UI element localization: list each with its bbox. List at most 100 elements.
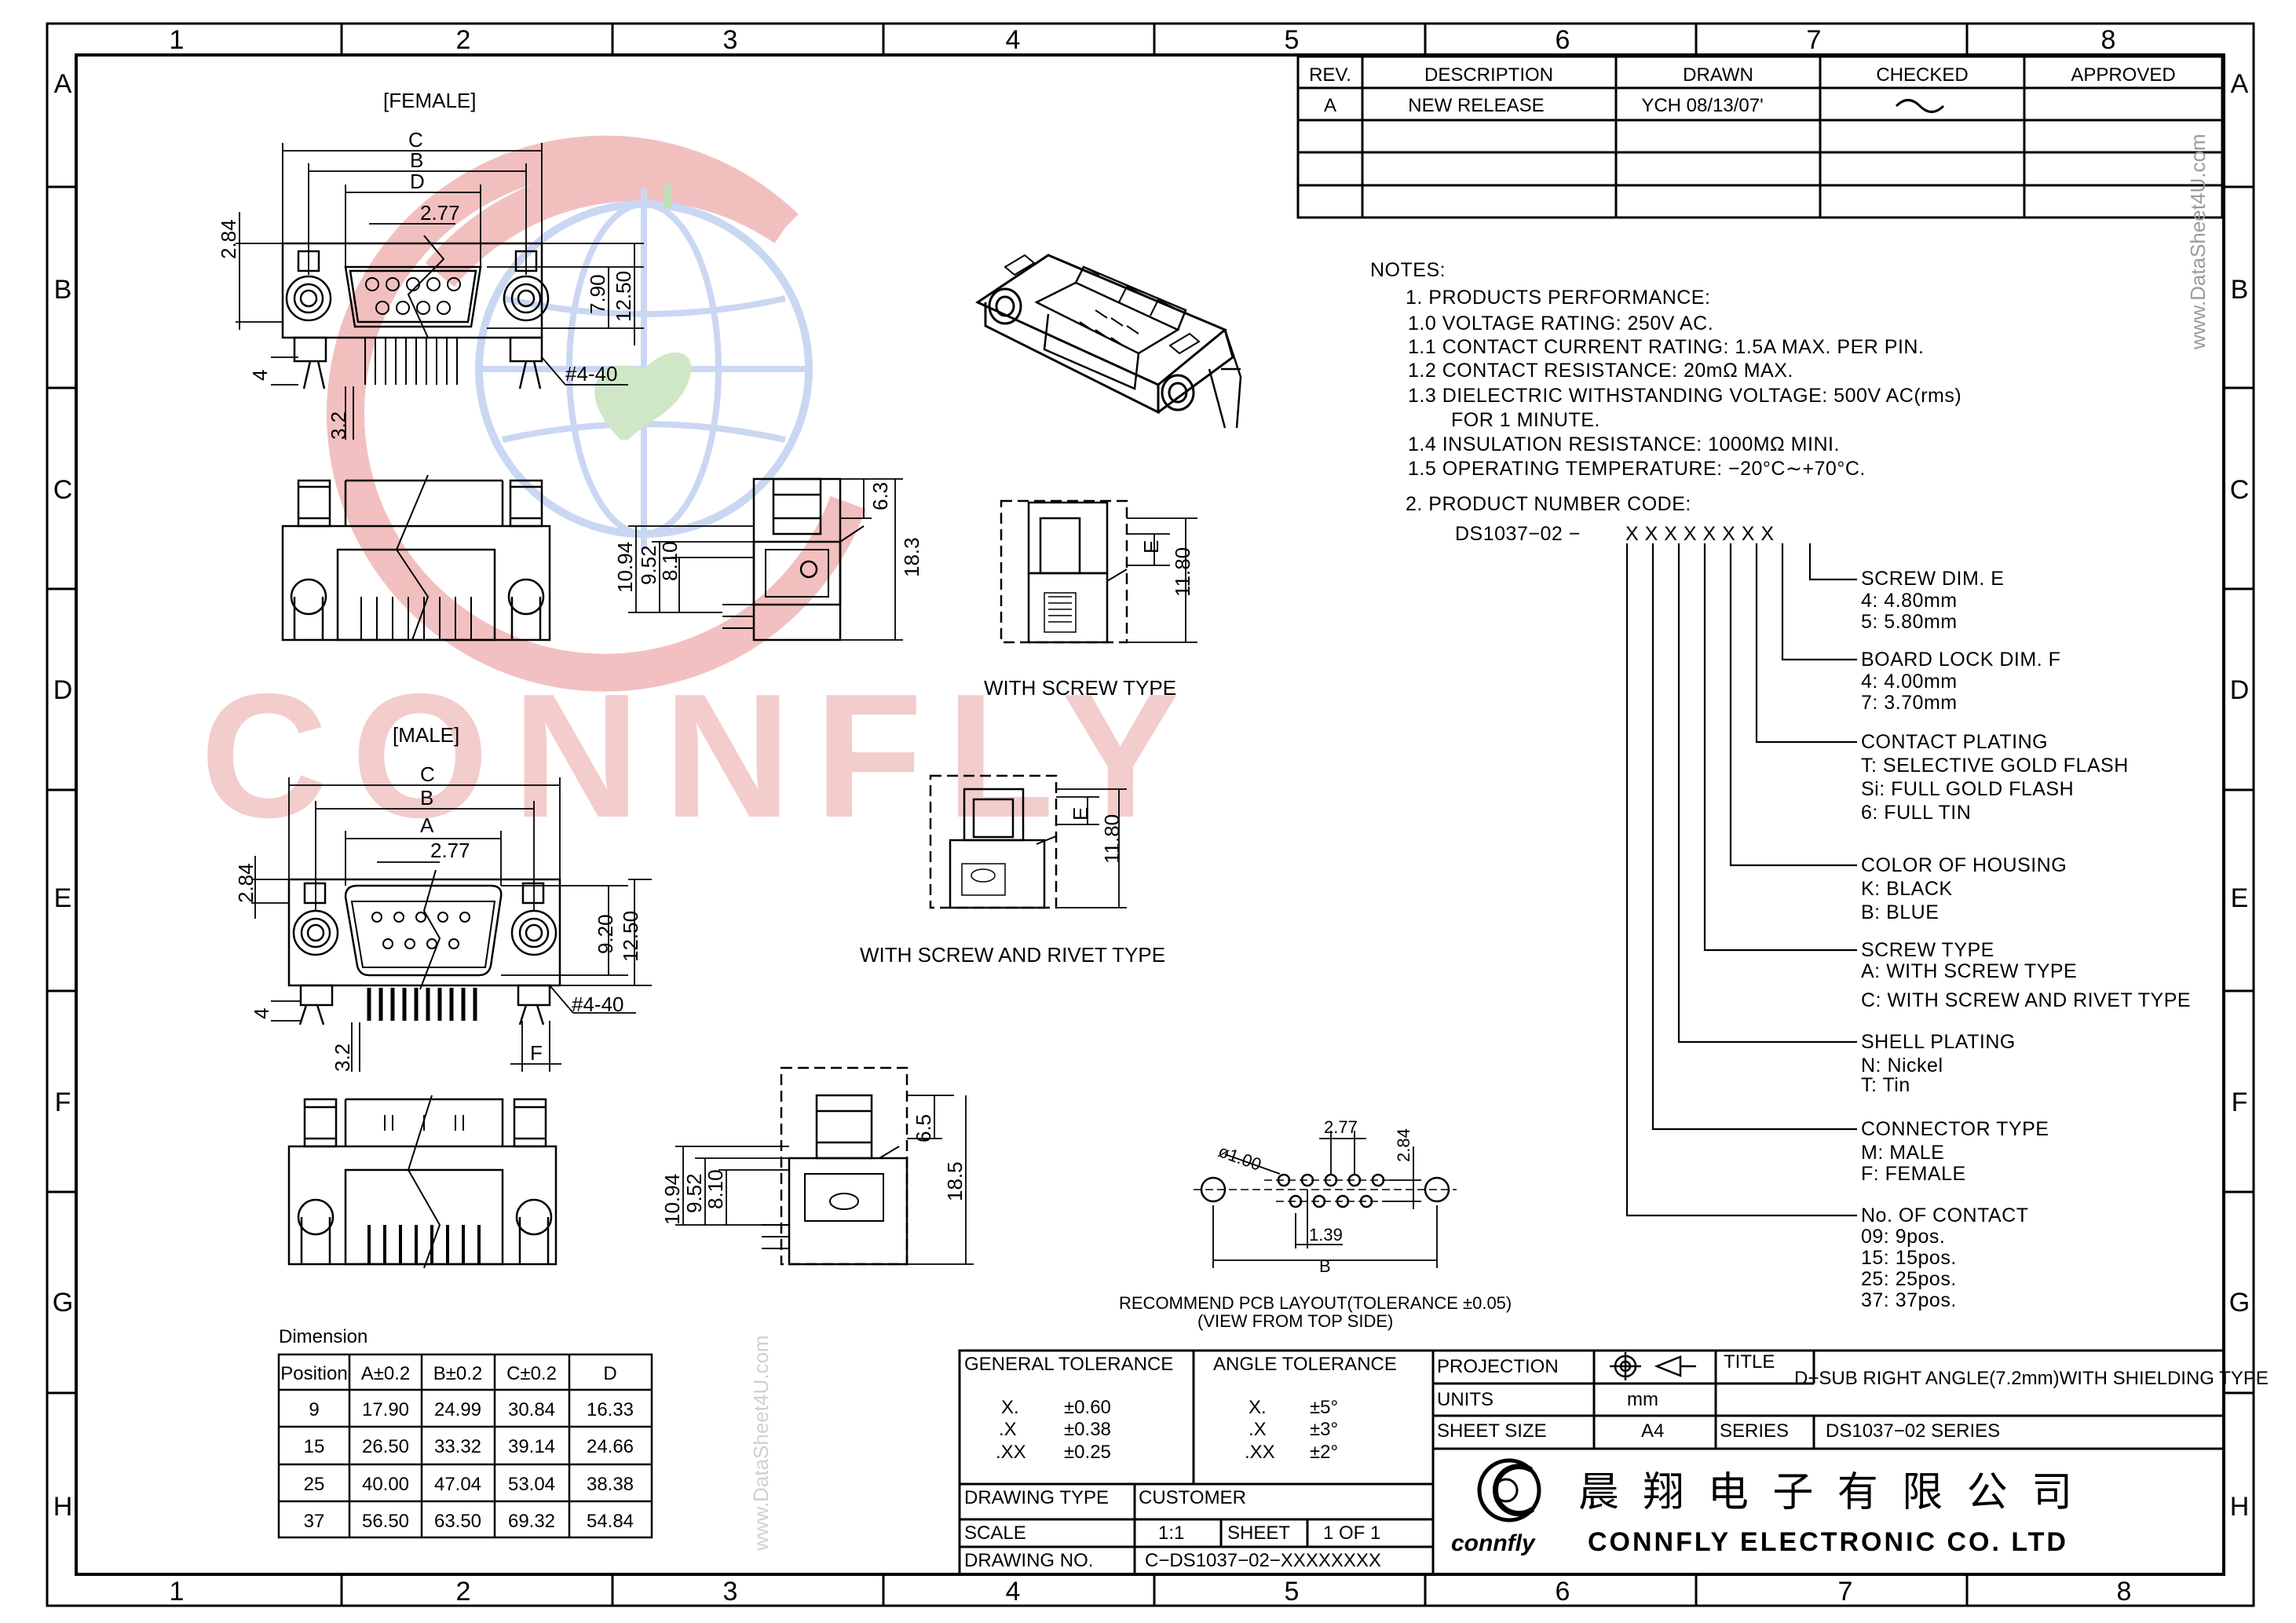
rev-cell: A	[1324, 95, 1336, 116]
dim-3-2: 3.2	[331, 1044, 354, 1072]
dim-table-cell: 30.84	[508, 1399, 555, 1420]
code-group-title: CONTACT PLATING	[1861, 731, 2048, 753]
code-group-item: 4: 4.00mm	[1861, 671, 1958, 693]
row-label: G	[2229, 1288, 2250, 1318]
notes-line: 1.5 OPERATING TEMPERATURE: −20°C∼+70°C.	[1408, 458, 1866, 480]
dim-9-52: 9.52	[682, 1173, 706, 1213]
col-label: 5	[1285, 1577, 1300, 1607]
dim-table-cell: 54.84	[587, 1511, 634, 1532]
code-group-item: 7: 3.70mm	[1861, 692, 1958, 714]
pcb-labels: 2.77 2.84 ø1.00 1.39 B RECOMMEND PCB LAY…	[1119, 1117, 1512, 1331]
gt-val: ±0.38	[1064, 1419, 1111, 1440]
dim-c: C	[420, 762, 435, 786]
dim-f: F	[530, 1041, 543, 1065]
code-group-item: 15: 15pos.	[1861, 1247, 1957, 1269]
rev-header: DRAWN	[1683, 64, 1753, 86]
dim-2-84: 2.84	[217, 219, 240, 259]
pcb-subtitle: (VIEW FROM TOP SIDE)	[1197, 1311, 1393, 1331]
notes-line: 1.1 CONTACT CURRENT RATING: 1.5A MAX. PE…	[1408, 336, 1924, 358]
dim-e: E	[1139, 540, 1163, 554]
notes-line: 1.3 DIELECTRIC WITHSTANDING VOLTAGE: 500…	[1408, 385, 1961, 407]
sheet-label: SHEET	[1227, 1522, 1290, 1544]
dim-2-77: 2.77	[430, 839, 470, 862]
dim-d: D	[410, 170, 425, 193]
at-key: .XX	[1245, 1442, 1275, 1463]
dimension-table: Dimension Position A±0.2 B±0.2 C±0.2 D 9…	[277, 1326, 653, 1539]
dim-12-50: 12.50	[619, 911, 642, 962]
male-front-labels: [MALE] C B A 2.77 2.84 9.20 12.50 4 3.2 …	[234, 723, 642, 1072]
at-val: ±5°	[1310, 1397, 1338, 1418]
company-logo-word: connfly	[1451, 1530, 1536, 1556]
projection-label: PROJECTION	[1437, 1356, 1559, 1377]
dim-c: C	[408, 128, 423, 152]
row-label: A	[2231, 69, 2249, 99]
row-label: F	[55, 1087, 71, 1117]
col-label: 8	[2117, 1577, 2132, 1607]
code-group-item: C: WITH SCREW AND RIVET TYPE	[1861, 989, 2191, 1011]
female-front-labels: [FEMALE] C B D 2.77 2.84 7.90 12.50 4 3.…	[217, 89, 635, 440]
dim-table-cell: 39.14	[508, 1436, 555, 1457]
gt-key: .XX	[996, 1442, 1026, 1463]
row-label: E	[54, 883, 72, 913]
general-tolerance-label: GENERAL TOLERANCE	[964, 1354, 1173, 1375]
company-logo	[1477, 1458, 1541, 1522]
rev-header: DESCRIPTION	[1424, 64, 1553, 86]
watermark-site-right: www.DataSheet4U.com	[2186, 133, 2210, 350]
dim-10-94: 10.94	[613, 542, 637, 593]
code-group-title: SHELL PLATING	[1861, 1031, 2016, 1053]
at-key: .X	[1249, 1419, 1267, 1440]
dim-table-cell: 9	[309, 1399, 319, 1420]
dim-table-cell: 56.50	[362, 1511, 409, 1532]
female-title: [FEMALE]	[383, 89, 476, 112]
at-val: ±3°	[1310, 1419, 1338, 1440]
company-name-cn: 晨 翔 电 子 有 限 公 司	[1578, 1470, 2078, 1515]
code-group-item: K: BLACK	[1861, 878, 1953, 900]
screw-rivet-labels: E 11.80 WITH SCREW AND RIVET TYPE	[860, 807, 1165, 967]
code-group-item: N: Nickel	[1861, 1055, 1943, 1077]
scale-value: 1:1	[1158, 1522, 1184, 1544]
dim-18-5: 18.5	[943, 1161, 967, 1201]
male-front-dims	[251, 777, 652, 1072]
dim-11-80: 11.80	[1100, 814, 1124, 864]
dim-table-cell: 33.32	[434, 1436, 481, 1457]
dim-9-20: 9.20	[594, 914, 617, 954]
dim-table-cell: 69.32	[508, 1511, 555, 1532]
male-title: [MALE]	[393, 723, 459, 747]
notes-line: 1. PRODUCTS PERFORMANCE:	[1406, 287, 1710, 309]
col-label: 3	[723, 25, 738, 55]
dim-table-header: D	[603, 1363, 616, 1384]
dim-1-00: ø1.00	[1216, 1141, 1263, 1175]
projection-symbol	[1610, 1352, 1696, 1380]
row-label: D	[2230, 675, 2250, 705]
col-label: 4	[1006, 25, 1021, 55]
code-tree-lines	[1625, 543, 1857, 1217]
dim-6-3: 6.3	[868, 482, 892, 510]
dim-table-cell: 47.04	[434, 1474, 481, 1495]
dim-18-3: 18.3	[900, 537, 923, 577]
rev-header: APPROVED	[2071, 64, 2175, 86]
drawing-no-value: C−DS1037−02−XXXXXXXX	[1145, 1550, 1381, 1571]
male-top-view	[287, 1095, 558, 1269]
company-name-en: CONNFLY ELECTRONIC CO. LTD	[1588, 1527, 2068, 1557]
watermark-logo	[327, 135, 866, 692]
dim-table-cell: 38.38	[587, 1474, 634, 1495]
row-label: B	[54, 275, 72, 305]
dim-table-header: C±0.2	[506, 1363, 557, 1384]
dim-table-cell: 24.99	[434, 1399, 481, 1420]
col-label: 8	[2101, 25, 2116, 55]
scale-label: SCALE	[964, 1522, 1026, 1544]
dim-table-cell: 40.00	[362, 1474, 409, 1495]
dim-e: E	[1069, 807, 1092, 821]
dim-table-cell: 17.90	[362, 1399, 409, 1420]
dim-2-84: 2.84	[1394, 1128, 1413, 1162]
col-label: 2	[456, 25, 471, 55]
col-label: 1	[170, 1577, 185, 1607]
dim-2-77: 2.77	[420, 201, 460, 225]
units-label: UNITS	[1437, 1389, 1493, 1410]
dimension-title: Dimension	[279, 1326, 367, 1347]
col-label: 5	[1285, 25, 1300, 55]
female-side-view	[722, 477, 865, 642]
notes-line: 2. PRODUCT NUMBER CODE:	[1406, 493, 1691, 515]
dim-table-cell: 26.50	[362, 1436, 409, 1457]
female-side-dims	[628, 478, 903, 641]
